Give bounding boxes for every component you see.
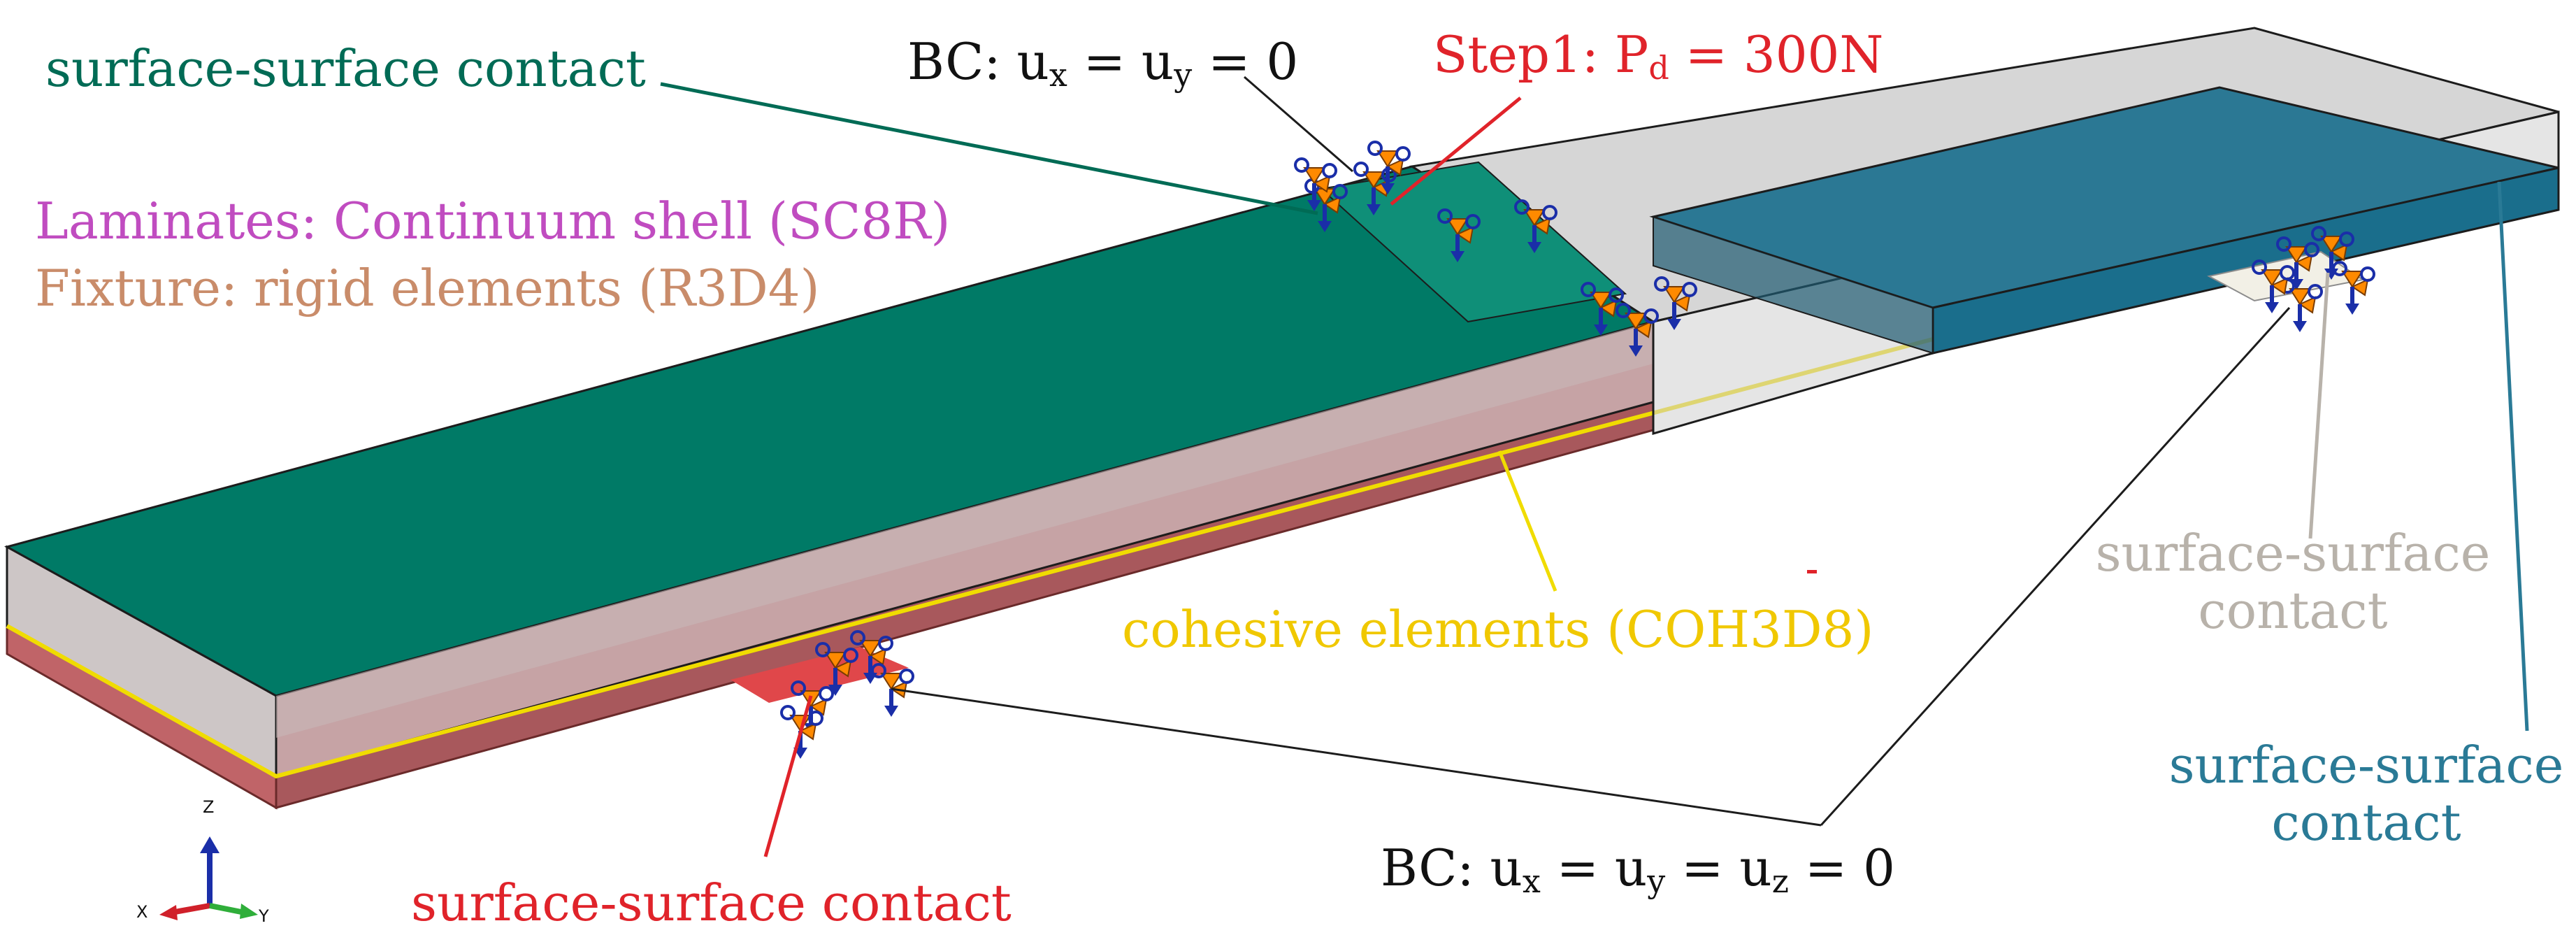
far-right-contact-line2: contact [2271,793,2461,852]
bc-top-prefix: BC: u [907,32,1049,91]
label-fixture: Fixture: rigid elements (R3D4) [35,259,820,317]
leader-bc-bottom-left [891,687,1822,827]
bc-bottom-sub-y: y [1647,862,1666,900]
leader-step [1390,97,1522,206]
laminate-left-block [4,165,1656,778]
bc-bottom-suffix: = 0 [1789,839,1895,897]
bc-bottom-mid2: = u [1665,839,1772,897]
axis-y-label: Y [259,906,269,926]
axis-triad [159,836,258,920]
label-cohesive: cohesive elements (COH3D8) [1122,600,1874,659]
bc-top-sub-y: y [1174,56,1193,94]
label-far-right-contact: surface-surface contact [2164,740,2569,848]
cohesive-interface-line [6,337,1934,779]
leader-far-right-contact [2497,181,2529,732]
bc-top-sub-x: x [1049,56,1067,94]
step-suffix: = 300N [1669,25,1884,84]
label-bc-top: BC: ux = uy = 0 [907,36,1298,91]
bottom-fixture-plate-red [731,647,909,703]
label-bottom-contact: surface-surface contact [411,873,1012,932]
bc-bottom-mid: = u [1540,839,1648,897]
leader-bottom-contact [763,695,813,857]
leader-right-contact [2308,272,2330,539]
axis-z-label: Z [203,797,215,817]
label-right-contact: surface-surface contact [2090,528,2496,636]
step-sub-d: d [1648,49,1669,87]
right-contact-line2: contact [2198,581,2388,640]
axis-x-label: X [136,902,148,922]
bc-bottom-sub-x: x [1522,862,1541,900]
leader-bc-bottom-right [1820,306,2291,827]
label-bc-bottom: BC: ux = uy = uz = 0 [1381,843,1895,897]
step-prefix: Step1: P [1433,25,1649,84]
small-red-mark [1807,570,1817,573]
bc-top-mid: = u [1067,32,1174,91]
leader-bc-top [1244,76,1353,173]
bc-bottom-sub-z: z [1771,862,1790,900]
label-laminates: Laminates: Continuum shell (SC8R) [35,192,951,250]
loading-roller [1319,161,1627,323]
leader-cohesive [1497,450,1557,592]
right-contact-line1: surface-surface [2095,524,2491,583]
label-step-load: Step1: Pd = 300N [1433,29,1883,84]
laminate-blue-block [1649,86,2560,355]
bc-bottom-prefix: BC: u [1381,839,1523,897]
bc-top-suffix: = 0 [1192,32,1299,91]
leader-top-left-contact [660,82,1318,215]
label-top-left-contact: surface-surface contact [45,39,646,98]
far-right-contact-line1: surface-surface [2168,736,2564,794]
